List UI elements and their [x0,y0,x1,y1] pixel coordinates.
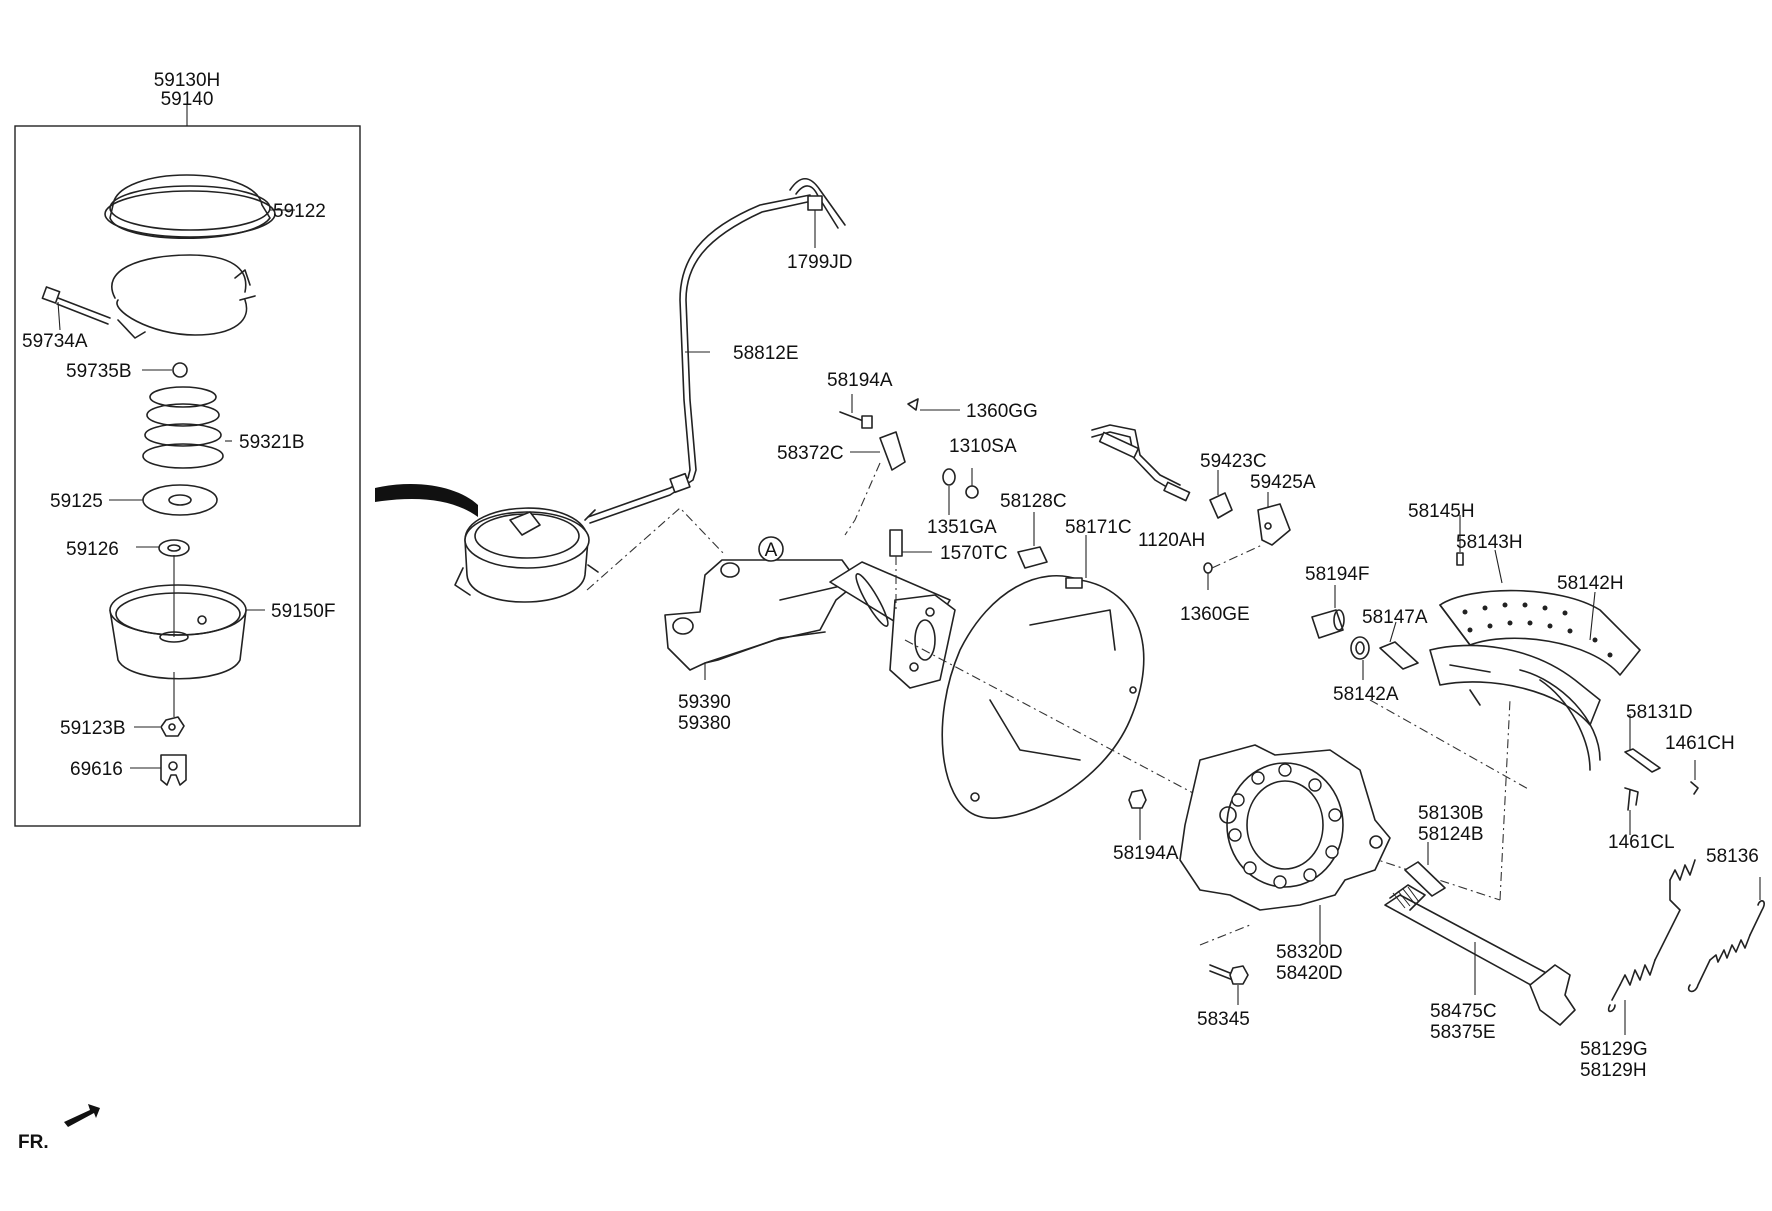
clamp-band [111,254,256,339]
label-59122: 59122 [273,201,326,222]
label-58372C: 58372C [777,443,844,464]
label-58130B: 58130B [1418,803,1484,824]
chamber-bracket [664,559,859,680]
seal-58142a [1350,636,1370,680]
label-59126: 59126 [66,539,119,560]
grease-fitting-upper [839,394,873,429]
label-59390: 59390 [678,692,731,713]
roller-pin-58147a [1379,621,1419,670]
label-58320D: 58320D [1276,942,1343,963]
label-58129G: 58129G [1580,1039,1648,1060]
label-59125: 59125 [50,491,103,512]
label-59140: 59140 [161,89,214,110]
label-59735B: 59735B [66,361,132,382]
label-59425A: 59425A [1250,472,1316,493]
label-59123B: 59123B [60,718,126,739]
label-58171C: 58171C [1065,517,1132,538]
label-59734A: 59734A [22,331,88,352]
label-59423C: 59423C [1200,451,1267,472]
label-59130H: 59130H [154,70,221,91]
label-58142A: 58142A [1333,684,1399,705]
label-58475C: 58475C [1430,1001,1497,1022]
bushing-58130b [1404,842,1446,897]
label-59380: 59380 [678,713,731,734]
label-58147A: 58147A [1362,607,1428,628]
label-58142H: 58142H [1557,573,1624,594]
wear-sensor-cable [1091,424,1291,546]
clip-1461ch [1690,760,1699,795]
washer-1351ga [942,468,956,515]
label-1799JD: 1799JD [787,252,853,273]
grease-fitting-lower [1128,789,1147,840]
label-1461CL: 1461CL [1608,832,1675,853]
plug-58128c [1017,512,1048,569]
label-1310SA: 1310SA [949,436,1017,457]
label-58194A-top: 58194A [827,370,893,391]
label-1360GE: 1360GE [1180,604,1250,625]
label-58194F: 58194F [1305,564,1369,585]
label-1120AH: 1120AH [1138,530,1205,551]
clamp-nut [142,362,188,378]
clip-58372c [844,431,906,536]
front-arrow-icon [64,1104,100,1127]
brake-chamber [454,507,599,603]
brake-spider [1179,744,1391,945]
s-camshaft [1384,884,1576,1026]
label-58124B: 58124B [1418,824,1484,845]
callout-a-letter: A [765,540,778,561]
spider-bolt [1199,924,1251,1005]
grease-nipple [889,529,932,610]
label-58375E: 58375E [1430,1022,1496,1043]
label-58812E: 58812E [733,343,799,364]
return-spring [142,386,232,469]
label-58145H: 58145H [1408,501,1475,522]
label-58129H: 58129H [1580,1060,1647,1081]
label-1570TC: 1570TC [940,543,1008,564]
screw-1360gg [907,398,960,411]
part-labels: 59130H 59140 59122 59734A 59735B 59321B … [18,70,1759,1153]
label-58136: 58136 [1706,846,1759,867]
camshaft-tube [829,561,956,689]
label-58194A-bottom: 58194A [1113,843,1179,864]
clip-1461cl [1624,787,1639,835]
label-58128C: 58128C [1000,491,1067,512]
label-58131D: 58131D [1626,702,1693,723]
diaphragm-cover [104,174,295,240]
label-1461CH: 1461CH [1665,733,1735,754]
label-59150F: 59150F [271,601,335,622]
anchor-pin-58131d [1624,714,1661,773]
washer [136,539,190,557]
cable-tie [789,177,846,248]
label-58143H: 58143H [1456,532,1523,553]
label-58420D: 58420D [1276,963,1343,984]
nut-1310sa [965,468,979,499]
bushing-58194f [1311,585,1345,639]
label-58345: 58345 [1197,1009,1250,1030]
brake-hose [587,194,813,524]
dust-shield [941,535,1145,819]
callout-a [758,536,784,562]
label-69616: 69616 [70,759,123,780]
rod-nut [134,716,185,737]
push-plate [109,484,218,516]
chamber-exploded-group [14,104,361,827]
chamber-housing [109,555,265,717]
label-1351GA: 1351GA [927,517,997,538]
label-59321B: 59321B [239,432,305,453]
clevis-yoke [130,754,187,786]
screw-1360ge [1203,544,1263,590]
reference-arrow [375,484,478,517]
front-label: FR. [18,1132,49,1153]
return-spring-58129g [1607,859,1696,1035]
return-spring-58136 [1687,877,1765,993]
label-1360GG: 1360GG [966,401,1038,422]
brake-shoe-assembly [1429,515,1641,771]
clamp-bolt [41,286,111,331]
